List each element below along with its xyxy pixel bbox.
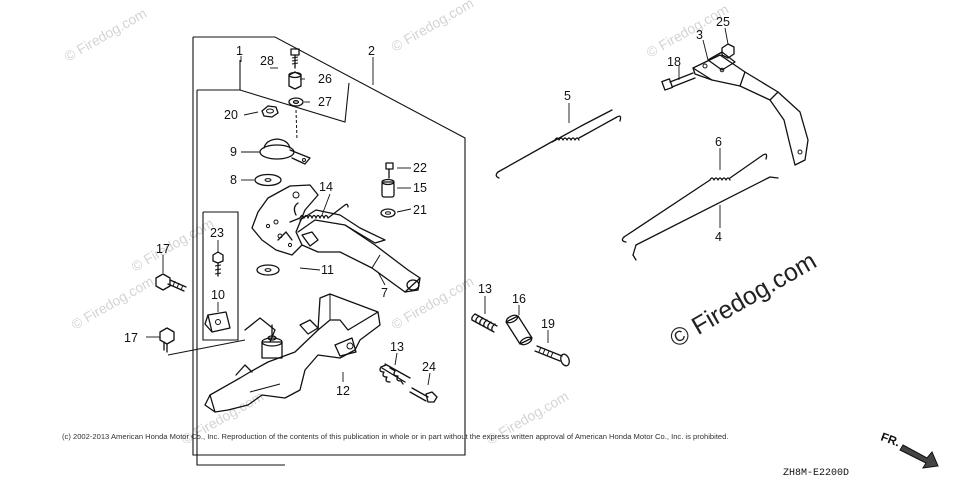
part-25-nut [721, 43, 735, 59]
callout-23: 23 [210, 226, 224, 240]
part-3-lever [692, 51, 809, 166]
callout-8: 8 [230, 173, 237, 187]
assembly-frame-2 [192, 36, 466, 456]
part-28-bolt [290, 48, 300, 69]
part-7-lever-arm [297, 209, 421, 293]
part-26-collar [288, 71, 302, 90]
callout-13-lower: 13 [390, 340, 404, 354]
part-5-spring-rod [495, 109, 622, 179]
callout-19: 19 [541, 317, 555, 331]
part-15-collar [381, 178, 395, 198]
callout-28: 28 [260, 54, 274, 68]
part-17-bolt-lower [159, 327, 175, 353]
watermark-text: © Firedog.com [644, 1, 732, 61]
part-17-bolt-upper [155, 273, 187, 292]
part-12-base-bracket [204, 293, 381, 413]
callout-22: 22 [413, 161, 427, 175]
subassembly-frame [239, 82, 350, 123]
callout-7: 7 [381, 286, 388, 300]
callout-15: 15 [413, 181, 427, 195]
callout-10: 10 [211, 288, 225, 302]
callout-13-right: 13 [478, 282, 492, 296]
part-16-sleeve [505, 314, 533, 346]
callout-17-upper: 17 [156, 242, 170, 256]
part-14-spring [289, 202, 349, 223]
part-11-washer [256, 264, 280, 276]
callout-21: 21 [413, 203, 427, 217]
part-23-bolt [212, 251, 224, 277]
part-21-nut [380, 208, 396, 218]
part-4-rod [632, 176, 779, 261]
callout-25: 25 [716, 15, 730, 29]
part-24-screw [409, 387, 438, 403]
callout-14: 14 [319, 180, 333, 194]
callout-9: 9 [230, 145, 237, 159]
subassembly-frame-10-23 [202, 211, 239, 341]
callout-27: 27 [318, 95, 332, 109]
watermark-text: © Firedog.com [389, 273, 477, 333]
assembly-axis-line [295, 109, 298, 141]
front-direction-label: FR. [879, 430, 902, 450]
part-6-spring-rod [621, 153, 768, 243]
callout-17-lower: 17 [124, 331, 138, 345]
callout-20: 20 [224, 108, 238, 122]
watermark-text: © Firedog.com [62, 5, 150, 65]
diagram-code: ZH8M-E2200D [783, 468, 849, 479]
watermark-text: © Firedog.com [389, 0, 477, 55]
callout-24: 24 [422, 360, 436, 374]
part-13-spring-lower [379, 363, 411, 385]
part-13-spring-right [471, 313, 498, 333]
callout-18: 18 [667, 55, 681, 69]
callout-11: 11 [321, 263, 334, 277]
watermark-logo-text: © Firedog.com [665, 247, 821, 353]
callout-26: 26 [318, 72, 332, 86]
callout-numbers: 1 2 3 4 5 6 7 8 9 10 11 12 13 13 14 15 1… [124, 15, 730, 398]
part-9-plate [259, 138, 311, 165]
callout-3: 3 [696, 28, 703, 42]
assembly-frames [192, 36, 466, 466]
part-19-bolt [534, 345, 570, 367]
part-20-nut [261, 105, 279, 118]
part-8-washer [254, 173, 282, 187]
part-27-washer [288, 97, 304, 107]
callout-2: 2 [368, 44, 375, 58]
callout-6: 6 [715, 135, 722, 149]
watermark-group: © Firedog.com © Firedog.com © Firedog.co… [62, 0, 732, 448]
callout-4: 4 [715, 230, 722, 244]
callout-1: 1 [236, 44, 243, 58]
watermark-text: © Firedog.com [69, 273, 157, 333]
leader-lines [146, 27, 729, 386]
copyright-notice: (c) 2002-2013 American Honda Motor Co., … [62, 432, 729, 441]
callout-5: 5 [564, 89, 571, 103]
assembly-frame-1 [196, 90, 285, 466]
part-18-bolt [661, 72, 696, 91]
part-11-control-plate [251, 184, 319, 256]
part-22-bolt [385, 162, 394, 179]
front-direction-arrow: FR. [879, 430, 939, 469]
callout-12: 12 [336, 384, 350, 398]
part-10-clip-nut [204, 311, 231, 333]
callout-16: 16 [512, 292, 526, 306]
